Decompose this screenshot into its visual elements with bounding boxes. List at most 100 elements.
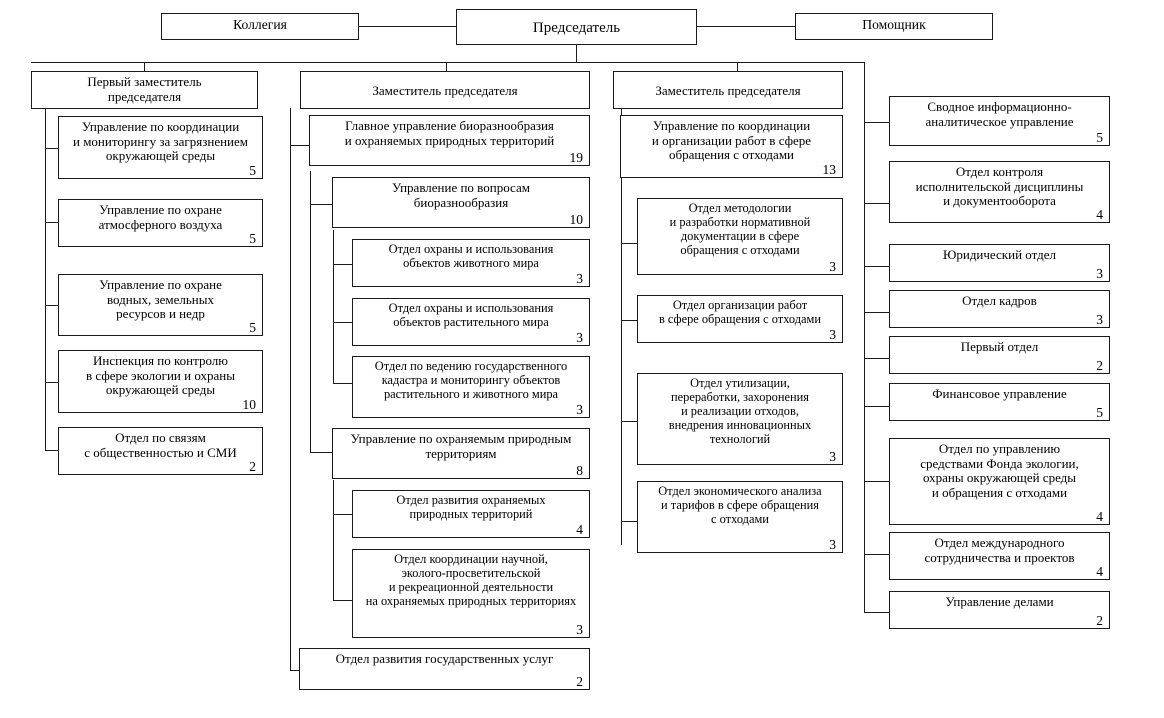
stub-bio-2 xyxy=(333,322,353,324)
node-deputy-2[interactable]: Заместитель председателя xyxy=(300,71,590,109)
node-fd-child-2[interactable]: Управление по охране атмосферного воздух… xyxy=(58,199,263,247)
node-right-7-label: Отдел по управлению средствами Фонда эко… xyxy=(920,441,1079,500)
stub-d2-services xyxy=(290,670,300,672)
spine-biodiversity xyxy=(333,230,335,383)
spine-deputy-2 xyxy=(290,108,292,670)
node-fd-child-3[interactable]: Управление по охране водных, земельных р… xyxy=(58,274,263,336)
node-right-6[interactable]: Финансовое управление 5 xyxy=(889,383,1110,421)
node-main-directorate[interactable]: Главное управление биоразнообразия и охр… xyxy=(309,115,590,166)
node-waste-child-3-label: Отдел утилизации, переработки, захоронен… xyxy=(668,376,812,446)
node-bio-child-1-label: Отдел охраны и использования объектов жи… xyxy=(388,242,554,270)
node-right-4[interactable]: Отдел кадров 3 xyxy=(889,290,1110,328)
stub-r-5 xyxy=(864,358,890,360)
node-waste-directorate-label: Управление по координации и организации … xyxy=(651,118,812,163)
connector-drop-first-deputy xyxy=(144,62,146,72)
stub-r-2 xyxy=(864,203,890,205)
node-right-3-label: Юридический отдел xyxy=(943,247,1056,262)
node-right-3[interactable]: Юридический отдел 3 xyxy=(889,244,1110,282)
node-pa-child-1[interactable]: Отдел развития охраняемых природных терр… xyxy=(352,490,590,538)
node-waste-child-4[interactable]: Отдел экономического анализа и тарифов в… xyxy=(637,481,843,553)
stub-fd-2 xyxy=(45,222,59,224)
node-waste-child-3-count: 3 xyxy=(829,448,836,464)
node-bio-child-2-label: Отдел охраны и использования объектов ра… xyxy=(388,301,554,329)
stub-w-2 xyxy=(621,320,638,322)
node-right-5-count: 2 xyxy=(1096,357,1103,373)
node-chairman[interactable]: Председатель xyxy=(456,9,697,45)
node-pa-child-2-label: Отдел координации научной, эколого-просв… xyxy=(365,552,577,608)
node-right-2[interactable]: Отдел контроля исполнительской дисциплин… xyxy=(889,161,1110,223)
node-pa-child-2-count: 3 xyxy=(576,621,583,637)
node-right-7-count: 4 xyxy=(1096,508,1103,524)
node-waste-directorate-count: 13 xyxy=(822,161,837,177)
node-fd-child-5[interactable]: Отдел по связям с общественностью и СМИ … xyxy=(58,427,263,475)
node-right-5[interactable]: Первый отдел 2 xyxy=(889,336,1110,374)
node-right-2-label: Отдел контроля исполнительской дисциплин… xyxy=(915,164,1084,209)
node-right-9[interactable]: Управление делами 2 xyxy=(889,591,1110,629)
node-bio-child-2-count: 3 xyxy=(576,329,583,345)
spine-main-directorate xyxy=(310,171,312,452)
node-right-8[interactable]: Отдел международного сотрудничества и пр… xyxy=(889,532,1110,580)
node-collegium[interactable]: Коллегия xyxy=(161,13,359,40)
stub-md-protected xyxy=(310,452,333,454)
node-waste-child-1[interactable]: Отдел методологии и разработки нормативн… xyxy=(637,198,843,275)
node-fd-child-2-label: Управление по охране атмосферного воздух… xyxy=(98,202,223,232)
connector-drop-deputy-2 xyxy=(446,62,448,72)
node-waste-child-2-count: 3 xyxy=(829,326,836,342)
node-right-4-count: 3 xyxy=(1096,311,1103,327)
node-right-6-count: 5 xyxy=(1096,404,1103,420)
node-biodiversity-dept[interactable]: Управление по вопросам биоразнообразия 1… xyxy=(332,177,590,228)
node-protected-areas-dept-count: 8 xyxy=(576,462,583,478)
node-deputy-2-label: Заместитель председателя xyxy=(372,83,518,99)
node-pa-child-2[interactable]: Отдел координации научной, эколого-просв… xyxy=(352,549,590,638)
node-fd-child-5-label: Отдел по связям с общественностью и СМИ xyxy=(84,430,237,460)
node-right-7[interactable]: Отдел по управлению средствами Фонда эко… xyxy=(889,438,1110,525)
stub-d2-main xyxy=(290,145,310,147)
node-bio-child-3-count: 3 xyxy=(576,401,583,417)
node-assistant[interactable]: Помощник xyxy=(795,13,993,40)
node-right-8-count: 4 xyxy=(1096,563,1103,579)
spine-first-deputy xyxy=(45,108,47,450)
node-biodiversity-dept-label: Управление по вопросам биоразнообразия xyxy=(392,180,530,210)
node-chairman-label: Председатель xyxy=(532,20,621,37)
node-waste-child-1-label: Отдел методологии и разработки нормативн… xyxy=(669,201,811,257)
node-state-services-dept-label: Отдел развития государственных услуг xyxy=(335,651,554,666)
connector-main-bus xyxy=(31,62,865,64)
node-fd-child-2-count: 5 xyxy=(249,230,256,246)
stub-w-3 xyxy=(621,421,638,423)
node-fd-child-1-label: Управление по координации и мониторингу … xyxy=(73,119,248,164)
node-right-6-label: Финансовое управление xyxy=(932,386,1067,401)
stub-r-4 xyxy=(864,312,890,314)
node-deputy-3-label: Заместитель председателя xyxy=(655,83,801,99)
node-protected-areas-dept-label: Управление по охраняемым природным терри… xyxy=(350,431,572,461)
node-fd-child-3-count: 5 xyxy=(249,319,256,335)
node-waste-directorate[interactable]: Управление по координации и организации … xyxy=(620,115,843,178)
node-right-2-count: 4 xyxy=(1096,206,1103,222)
connector-drop-deputy-3 xyxy=(737,62,739,72)
node-protected-areas-dept[interactable]: Управление по охраняемым природным терри… xyxy=(332,428,590,479)
connector-drop-right-spine xyxy=(864,62,866,613)
node-first-deputy[interactable]: Первый заместитель председателя xyxy=(31,71,258,109)
stub-fd-3 xyxy=(45,305,59,307)
node-bio-child-1[interactable]: Отдел охраны и использования объектов жи… xyxy=(352,239,590,287)
node-fd-child-4-count: 10 xyxy=(242,396,257,412)
node-collegium-label: Коллегия xyxy=(233,17,287,32)
node-state-services-dept[interactable]: Отдел развития государственных услуг 2 xyxy=(299,648,590,690)
node-waste-child-4-label: Отдел экономического анализа и тарифов в… xyxy=(658,484,822,526)
node-right-8-label: Отдел международного сотрудничества и пр… xyxy=(924,535,1075,565)
node-bio-child-3[interactable]: Отдел по ведению государственного кадаст… xyxy=(352,356,590,418)
node-fd-child-1[interactable]: Управление по координации и мониторингу … xyxy=(58,116,263,179)
node-deputy-3[interactable]: Заместитель председателя xyxy=(613,71,843,109)
stub-w-1 xyxy=(621,243,638,245)
node-waste-child-2[interactable]: Отдел организации работ в сфере обращени… xyxy=(637,295,843,343)
node-right-1[interactable]: Сводное информационно- аналитическое упр… xyxy=(889,96,1110,146)
node-bio-child-1-count: 3 xyxy=(576,270,583,286)
node-waste-child-4-count: 3 xyxy=(829,536,836,552)
stub-r-9 xyxy=(864,612,890,614)
stub-pa-2 xyxy=(333,600,353,602)
node-bio-child-3-label: Отдел по ведению государственного кадаст… xyxy=(374,359,568,401)
node-pa-child-1-count: 4 xyxy=(576,521,583,537)
node-waste-child-3[interactable]: Отдел утилизации, переработки, захоронен… xyxy=(637,373,843,465)
node-state-services-dept-count: 2 xyxy=(576,673,583,689)
node-fd-child-4[interactable]: Инспекция по контролю в сфере экологии и… xyxy=(58,350,263,413)
node-bio-child-2[interactable]: Отдел охраны и использования объектов ра… xyxy=(352,298,590,346)
